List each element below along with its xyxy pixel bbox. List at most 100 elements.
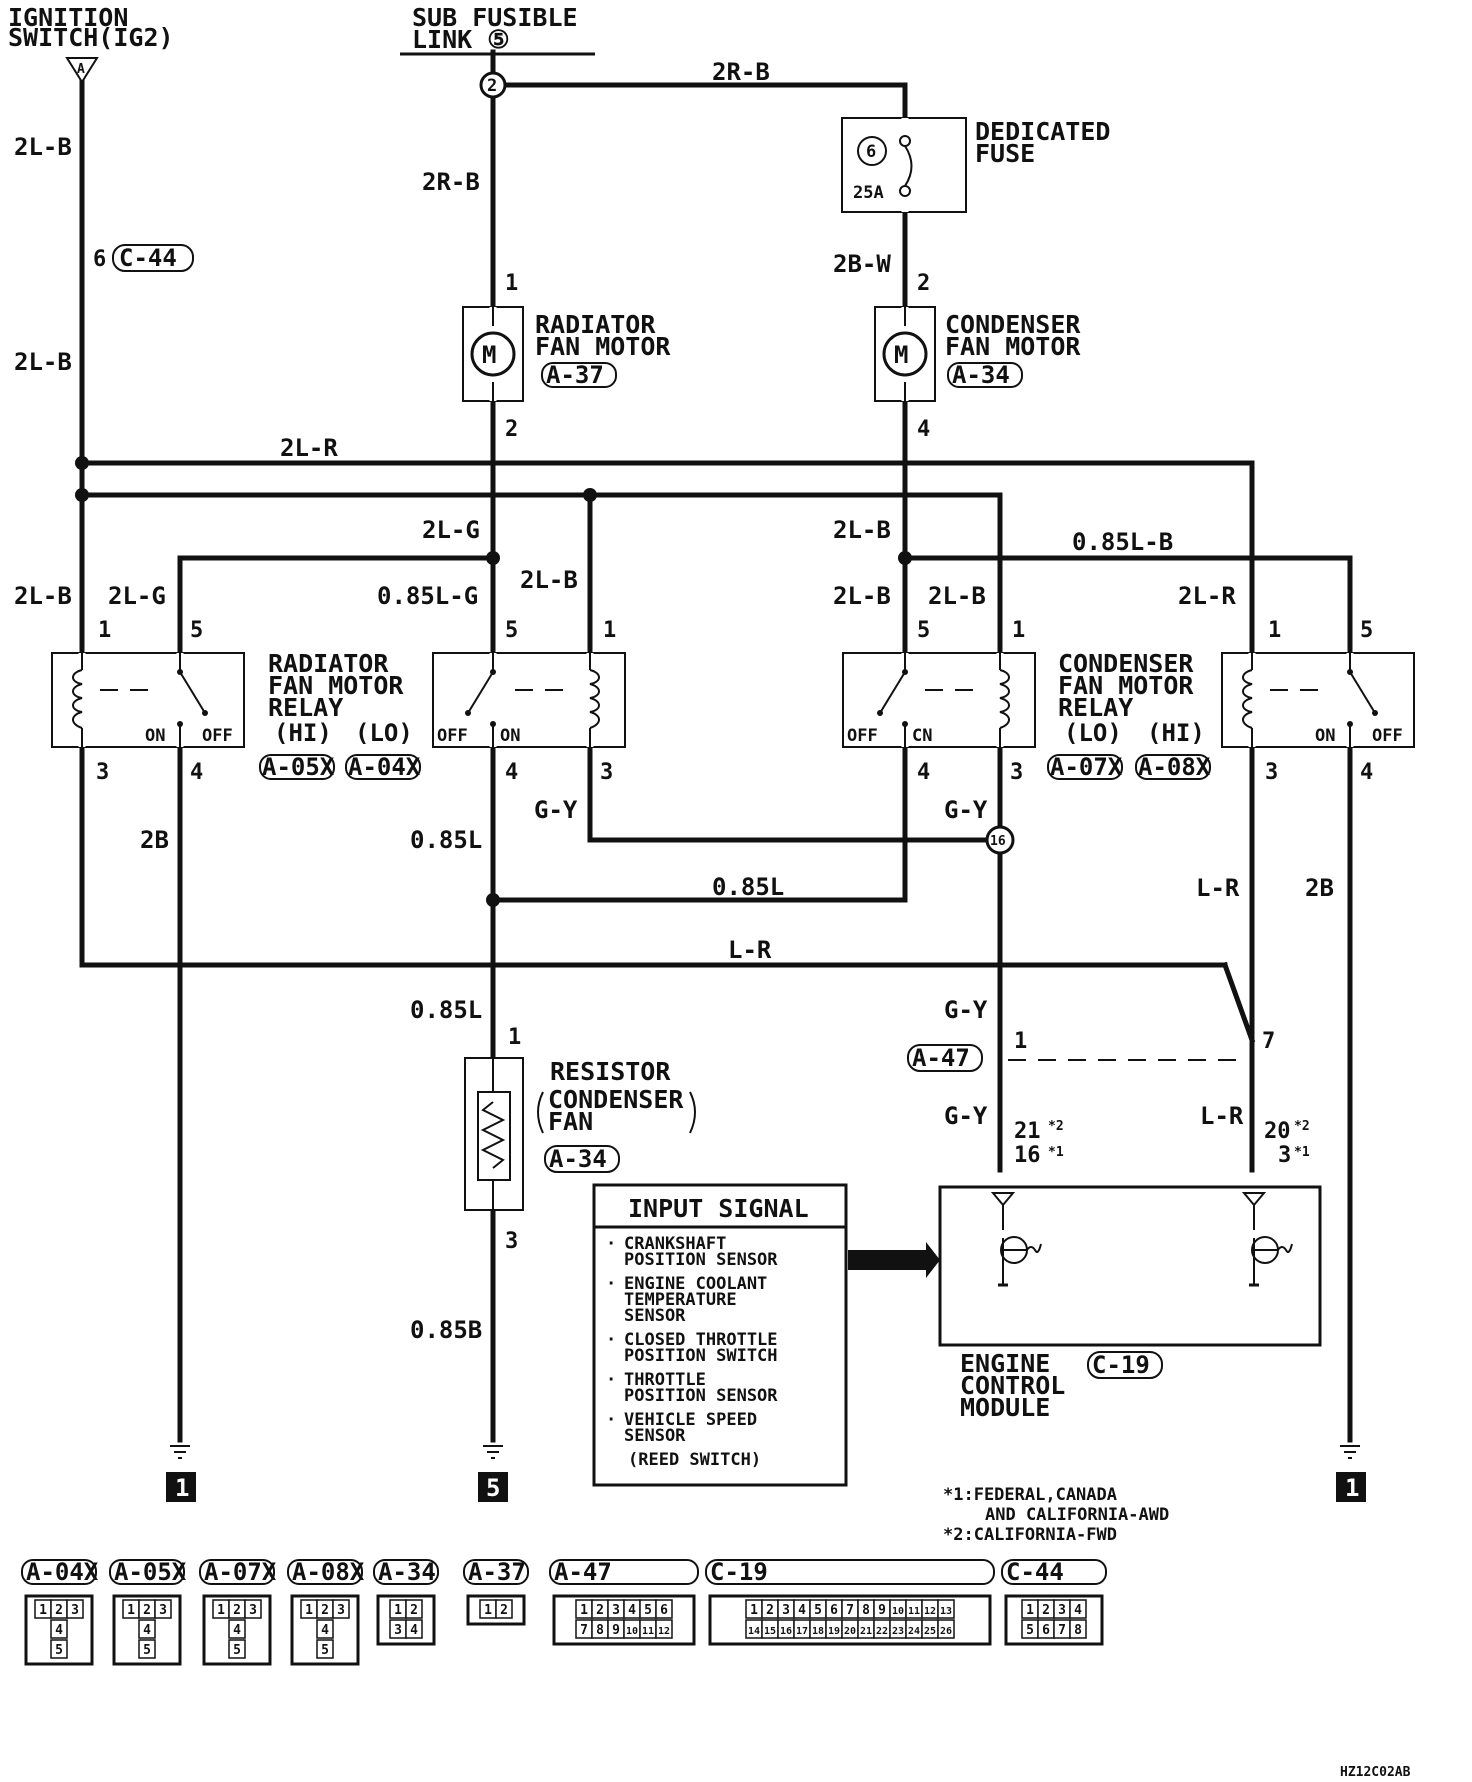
fuse-rating: 25A [853, 183, 884, 203]
engine-control-module: 21 *2 16 *1 20 *2 3 *1 ENGINE CONTROL MO… [938, 1119, 1322, 1422]
junction-16-label: 16 [990, 834, 1006, 849]
connector-pin-label: 26 [940, 1626, 952, 1637]
connector-pin [405, 1599, 423, 1619]
connector-pin-label: 5 [233, 1643, 241, 1658]
wire-label: 2L-B [520, 566, 578, 594]
connector-pin [154, 1599, 172, 1619]
connector-pin [50, 1619, 68, 1639]
ground-right: 1 [1336, 1445, 1366, 1502]
wire-label: 2L-R [1178, 582, 1236, 610]
wire-label: 2L-B [928, 582, 986, 610]
connector-pin-label: 18 [812, 1626, 824, 1637]
connector-pin-label: 5 [143, 1643, 151, 1658]
wire-label: L-R [1200, 1102, 1244, 1130]
fuse-element-icon [904, 145, 913, 187]
ecm-right-pin: 3 [1278, 1143, 1291, 1168]
connector-pin-label: 3 [394, 1623, 402, 1638]
connector-pin [332, 1599, 350, 1619]
junction-dot [583, 488, 597, 502]
wire-label: 0.85L [410, 826, 482, 854]
wire-label: G-Y [944, 1102, 988, 1130]
fuse-number-circle [857, 136, 887, 166]
relay-coil-icon [1242, 669, 1253, 729]
wire-label: 2B-W [833, 250, 891, 278]
ecm-left-pin: 21 [1014, 1119, 1041, 1144]
relay-on-label: ON [145, 726, 165, 746]
note-line: *2:CALIFORNIA-FWD [943, 1525, 1117, 1545]
relay-off-label: OFF [847, 726, 878, 746]
radiator-motor-pin-bottom: 2 [505, 417, 518, 442]
wire-label: 0.85L [712, 873, 784, 901]
radiator-relay-mode-hi: (HI) [274, 719, 332, 747]
connector-pin-label: 8 [862, 1603, 870, 1618]
connector-pin-label: 1 [127, 1603, 135, 1618]
resistor-code: A-34 [549, 1145, 607, 1173]
connector-pin-label: 22 [876, 1626, 888, 1637]
relay-pin: 5 [917, 618, 930, 643]
motor-m-glyph: M [482, 341, 496, 369]
resistor-name-2: CONDENSER [548, 1085, 684, 1114]
motor-icon [470, 331, 516, 377]
wire-label: G-Y [944, 996, 988, 1024]
connector-pin-label: 8 [596, 1623, 604, 1638]
condenser-fan-resistor: RESISTOR CONDENSER FAN A-34 1 3 [464, 1025, 696, 1254]
relay-pin: 4 [1360, 760, 1373, 785]
connector-pin-label: 3 [159, 1603, 167, 1618]
relay-coil-icon [999, 669, 1010, 729]
radiator-motor-code-frame [541, 362, 617, 388]
connector-pin-label: 1 [39, 1603, 47, 1618]
wire-label: G-Y [944, 796, 988, 824]
connector-pin [138, 1639, 156, 1659]
junction-dot [75, 488, 89, 502]
relay-off-label: OFF [202, 726, 233, 746]
connector-c44-callout: 6 C-44 [93, 244, 194, 272]
relay-pin: 1 [98, 618, 111, 643]
connector-pin-label: 25 [924, 1626, 936, 1637]
connector-pin [405, 1619, 423, 1639]
input-item-line: POSITION SWITCH [624, 1346, 778, 1366]
footnotes: *1:FEDERAL,CANADA AND CALIFORNIA-AWD *2:… [943, 1485, 1169, 1545]
wire-label: 0.85L-B [1072, 528, 1173, 556]
wire-label: 2L-B [14, 582, 72, 610]
connector-pin-label: 19 [828, 1626, 840, 1637]
connector-pin-label: 5 [321, 1643, 329, 1658]
relay-on-label: ON [1315, 726, 1335, 746]
connector-code: A-05X [114, 1558, 187, 1586]
connector-pin [50, 1639, 68, 1659]
input-signal-title: INPUT SIGNAL [628, 1194, 809, 1223]
wire-label: 0.85L [410, 996, 482, 1024]
radiator-relay-name-3: RELAY [268, 693, 343, 722]
connector-code: A-07X [204, 1558, 277, 1586]
ecm-mark: *1 [1294, 1145, 1310, 1160]
input-item-line: TEMPERATURE [624, 1290, 737, 1310]
connector-pin-label: 12 [658, 1626, 670, 1637]
ground-right-label: 1 [1345, 1474, 1359, 1502]
ground-left-label: 1 [175, 1474, 189, 1502]
wire-label: 2L-B [833, 516, 891, 544]
ecm-mark: *1 [1048, 1145, 1064, 1160]
ignition-terminal-icon [65, 57, 99, 84]
fusible-link-label-1: SUB FUSIBLE [412, 3, 578, 32]
ecm-input-icon [990, 1192, 1016, 1207]
condenser-fan-motor: M CONDENSER FAN MOTOR A-34 2 4 [874, 271, 1081, 442]
relay-pin: 1 [603, 618, 616, 643]
radiator-relay-label: RADIATOR FAN MOTOR RELAY (HI) (LO) A-05X… [259, 649, 421, 781]
ignition-terminal-letter: A [77, 62, 85, 77]
connector-pin [655, 1619, 673, 1639]
input-item-line: CLOSED THROTTLE [624, 1330, 778, 1350]
fusible-link-node [479, 71, 507, 99]
input-item-line: VEHICLE SPEED [624, 1410, 757, 1430]
junction-dot [486, 551, 500, 565]
relay-pin: 3 [1265, 760, 1278, 785]
wire-labels: 2L-B 2L-B 2R-B 2R-B 2B-W 2L-R 2L-G 2L-B … [14, 58, 1334, 1344]
condenser-motor-pin-bottom: 4 [917, 417, 930, 442]
radiator-relay-mode-lo: (LO) [355, 719, 413, 747]
connector-pin-label: 2 [55, 1603, 63, 1618]
radiator-motor-pin-top: 1 [505, 271, 518, 296]
relay-coil-icon [72, 669, 83, 729]
connector-pin-label: 16 [780, 1626, 792, 1637]
